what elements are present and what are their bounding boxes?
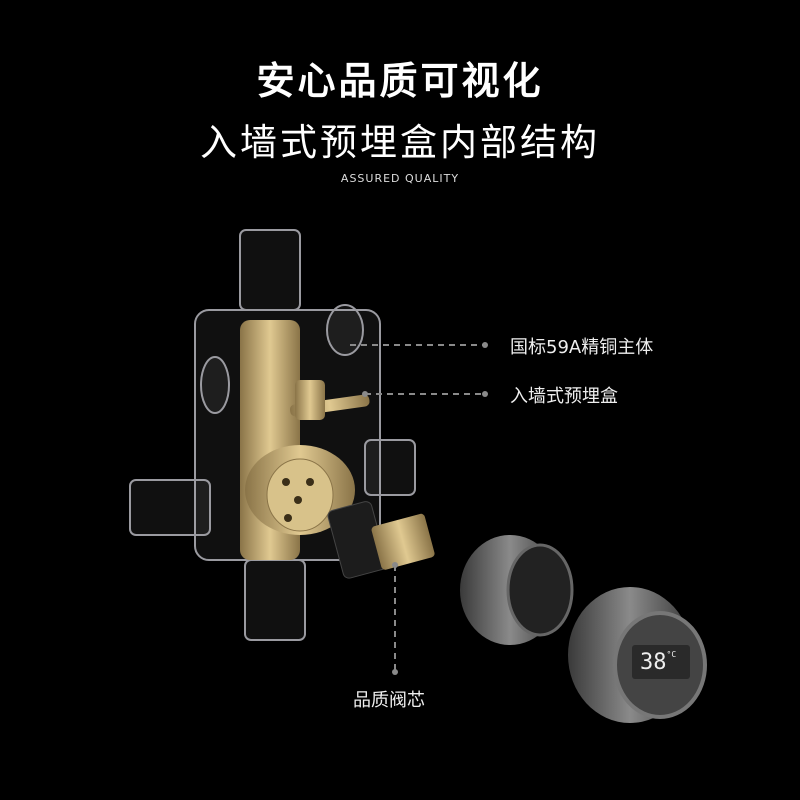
callout-valve-cartridge: 品质阀芯 <box>353 690 425 711</box>
tagline: ASSURED QUALITY <box>340 172 460 185</box>
callout-brass-body: 国标59A精铜主体 <box>510 337 654 358</box>
temperature-knob <box>568 587 707 723</box>
temperature-value: 38 <box>640 650 667 675</box>
callout-embedded-box: 入墙式预埋盒 <box>510 386 618 407</box>
temperature-readout: 38°C <box>640 650 676 675</box>
page-subtitle: 入墙式预埋盒内部结构 <box>200 121 600 164</box>
sleeve-cover <box>460 535 574 645</box>
page-title: 安心品质可视化 <box>256 59 544 103</box>
callout-lines <box>350 342 488 675</box>
temperature-unit: °C <box>666 650 677 659</box>
brass-body <box>240 320 370 560</box>
valve-cartridge <box>327 501 435 579</box>
